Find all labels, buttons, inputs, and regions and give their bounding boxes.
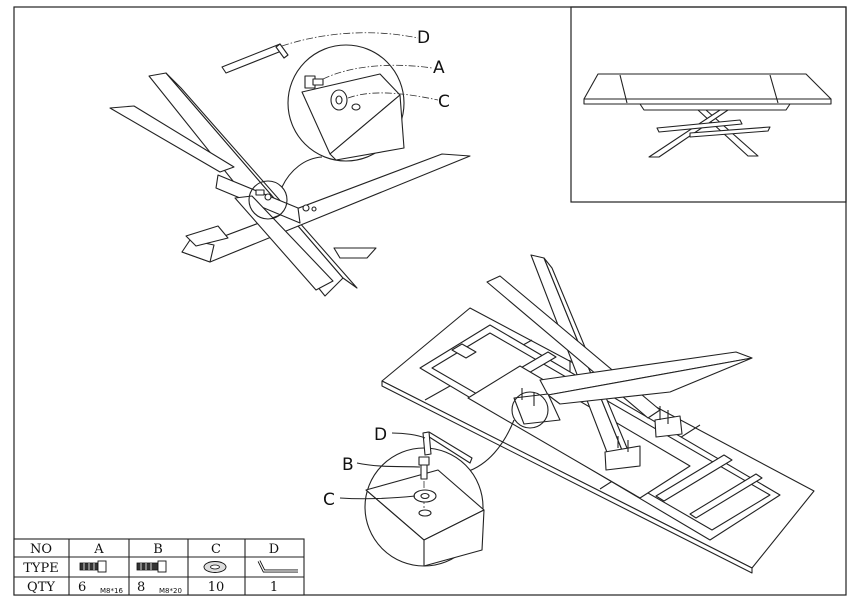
part-no-d: D [269,542,279,557]
base-assembly-view [109,72,471,297]
row-label-no: NO [30,542,52,557]
bolt-detail-small [255,189,272,201]
spec-a: M8*16 [100,587,123,595]
row-label-qty: QTY [27,580,55,595]
bolt-icon [304,75,324,89]
leader-d-top [281,32,419,47]
leader-d-bottom [391,432,426,439]
allen-key-icon [257,560,298,573]
callout-b-bottom: B [342,455,354,475]
qty-b: 8 [137,580,145,595]
part-no-b: B [153,542,163,557]
allen-key-icon [221,43,289,74]
callout-d-bottom: D [374,425,387,445]
leader-c-top [347,92,439,101]
callout-d-top: D [417,28,430,48]
sheet-border [13,6,847,596]
bolt-icon [79,560,107,573]
detail-connector [281,156,323,188]
part-no-c: C [211,542,221,557]
leader-b-bottom [356,462,421,468]
parts-table: NO TYPE QTY A B C D 6 [13,538,305,596]
part-no-a: A [93,542,104,557]
qty-d: 1 [270,580,278,595]
detail-connector-bottom [465,419,515,473]
bolt-icon [418,456,430,480]
washer-icon [203,561,227,573]
detail-circle-table [511,391,549,429]
qty-a: 6 [78,580,86,595]
bolt-icon [136,560,167,573]
allen-key-icon [422,431,473,464]
detail-circle-small [248,180,288,220]
qty-c: 10 [208,580,225,595]
bolt-marker [521,360,669,452]
magnified-joint-view [287,44,405,162]
callout-c-top: C [438,92,450,112]
callout-c-bottom: C [323,490,335,510]
row-label-type: TYPE [23,561,59,576]
callout-a-top: A [433,58,445,78]
finished-table-inset [570,6,847,203]
leader-a-top [322,64,433,80]
table-assembly-view [381,254,815,574]
leader-c-bottom [339,495,416,500]
spec-b: M8*20 [159,587,182,595]
